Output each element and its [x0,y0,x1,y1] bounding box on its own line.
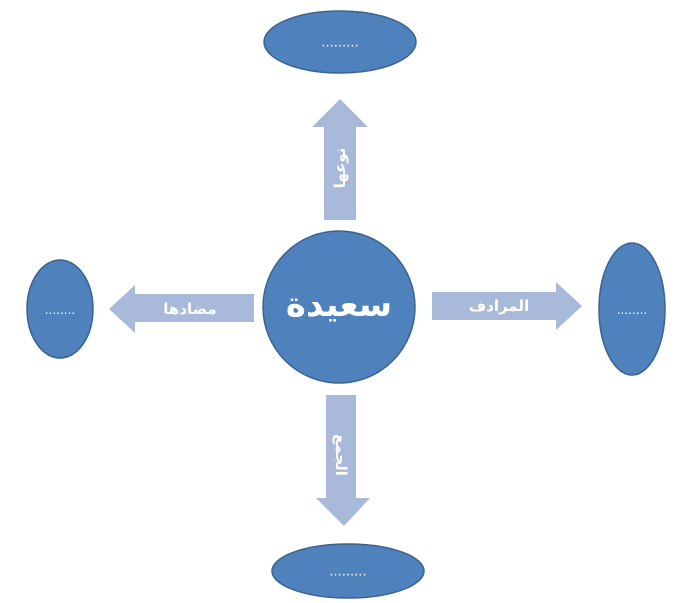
arrow-right-label: المرادف [469,297,529,315]
left-node-ellipse [26,259,94,359]
right-node-ellipse [598,242,666,376]
arrow-left: مضادها [109,285,254,333]
top-node: ......... [263,10,417,74]
arrow-left-shape [109,285,254,333]
bottom-node-ellipse [271,543,425,599]
bottom-node: ......... [271,543,425,599]
arrow-top-label: نوعها [331,148,349,189]
top-node-label: ......... [321,36,358,51]
center-node: سعيدة [262,230,416,384]
arrow-bottom-label: الجمع [332,434,350,476]
top-node-ellipse [263,10,417,74]
arrow-right: المرادف [432,282,582,330]
arrow-top-shape [312,99,368,220]
arrow-bottom-shape [316,395,370,526]
left-node: ........ [26,259,94,359]
arrow-right-shape [432,282,582,330]
left-node-label: ........ [45,303,76,317]
arrow-bottom: الجمع [316,395,370,526]
arrow-top: نوعها [312,99,368,220]
right-node-label: ........ [617,303,648,317]
center-node-circle [262,230,416,384]
arrow-left-label: مضادها [163,300,216,318]
bottom-node-label: ......... [329,565,366,580]
right-node: ........ [598,242,666,376]
center-node-label: سعيدة [286,285,392,325]
